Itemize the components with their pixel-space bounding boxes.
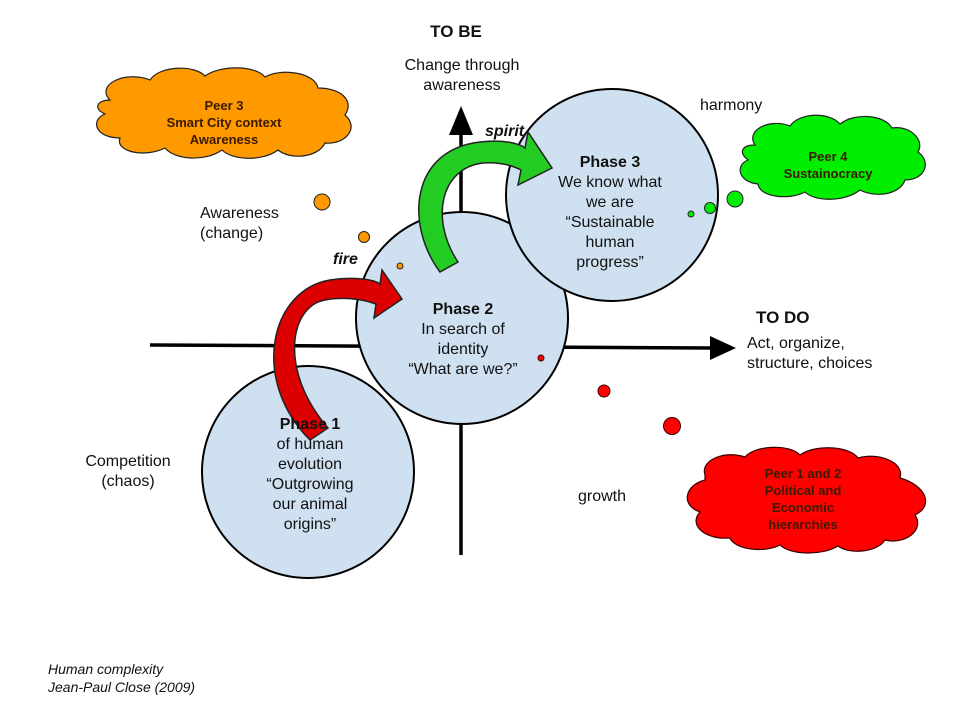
to-be-axis-subtitle: Change through awareness xyxy=(405,56,520,96)
to-be-subtitle-line: awareness xyxy=(423,77,501,94)
cloud-text-line: Political and xyxy=(764,483,842,498)
peer-4-cloud-text: Peer 4 Sustainocracy xyxy=(784,148,873,182)
quadrant-label-line: Awareness xyxy=(200,205,279,222)
cloud-text-line: Smart City context xyxy=(166,115,282,130)
phase-3-line: we are xyxy=(585,194,635,211)
phase-3-line: “Sustainable xyxy=(565,214,655,231)
phase-2-line: “What are we?” xyxy=(408,361,518,378)
fire-arrow-label: fire xyxy=(333,251,358,268)
peer-1-2-cloud-text: Peer 1 and 2 Political and Economic hier… xyxy=(765,465,842,533)
to-do-axis-title: TO DO xyxy=(756,308,810,327)
quadrant-label-competition: Competition (chaos) xyxy=(85,452,170,492)
quadrant-label-harmony: harmony xyxy=(700,97,763,114)
spirit-arrow-label: spirit xyxy=(485,123,525,140)
quadrant-label-growth: growth xyxy=(578,488,627,505)
to-do-axis-subtitle: Act, organize, structure, choices xyxy=(747,334,872,374)
peer-3-bubble xyxy=(313,193,331,211)
phase-2-line: In search of xyxy=(421,321,505,338)
axis-arrowhead-right-icon xyxy=(710,336,736,360)
phase-1-line: origins” xyxy=(283,516,337,533)
fire-arrow xyxy=(273,267,404,441)
to-be-axis-title: TO BE xyxy=(430,22,482,41)
phase-3-line: We know what xyxy=(558,174,662,191)
caption: Human complexity Jean-Paul Close (2009) xyxy=(48,660,195,696)
phase-3-circle xyxy=(505,88,719,302)
peer-1-2-bubble xyxy=(597,384,611,398)
quadrant-label-line: Competition xyxy=(85,453,171,470)
phase-1-line: evolution xyxy=(277,456,343,473)
cloud-text-line: Peer 3 xyxy=(204,98,244,113)
phase-3-line: human xyxy=(585,234,635,251)
to-be-subtitle-line: Change through xyxy=(404,57,520,74)
phase-3-title: Phase 3 xyxy=(579,154,641,171)
phase-2-title: Phase 2 xyxy=(432,301,494,318)
phase-3-text: Phase 3 We know what we are “Sustainable… xyxy=(558,153,662,273)
caption-title: Human complexity xyxy=(48,661,164,677)
phase-1-line: “Outgrowing xyxy=(266,476,354,493)
quadrant-label-line: (change) xyxy=(200,225,264,242)
phase-1-circle xyxy=(201,365,415,579)
peer-3-cloud-text: Peer 3 Smart City context Awareness xyxy=(167,97,282,148)
quadrant-label-line: (chaos) xyxy=(101,473,155,490)
peer-4-bubble xyxy=(726,190,744,208)
phase-1-text: Phase 1 of human evolution “Outgrowing o… xyxy=(266,415,353,535)
to-do-subtitle-line: Act, organize, xyxy=(747,335,845,352)
peer-3-cloud xyxy=(95,67,352,159)
cloud-text-line: Peer 1 and 2 xyxy=(764,466,842,481)
cloud-text-line: hierarchies xyxy=(768,517,838,532)
peer-4-bubble xyxy=(704,202,716,214)
phase-3-line: progress” xyxy=(576,254,644,271)
cloud-text-line: Sustainocracy xyxy=(783,166,873,181)
phase-1-title: Phase 1 xyxy=(279,416,341,433)
to-do-subtitle-line: structure, choices xyxy=(747,355,873,372)
quadrant-label-awareness: Awareness (change) xyxy=(200,204,279,244)
phase-1-line: of human xyxy=(276,436,344,453)
phase-2-circle xyxy=(355,211,569,425)
cloud-text-line: Awareness xyxy=(189,132,259,147)
spirit-arrow xyxy=(418,130,554,273)
peer-3-bubble xyxy=(358,231,370,243)
peer-1-2-bubble xyxy=(663,417,681,435)
peer-4-cloud xyxy=(739,114,926,200)
phase-1-line: our animal xyxy=(272,496,348,513)
axis-arrowhead-up-icon xyxy=(449,106,473,135)
phase-2-text: Phase 2 In search of identity “What are … xyxy=(408,300,517,380)
phase-2-line: identity xyxy=(437,341,489,358)
cloud-text-line: Peer 4 xyxy=(808,149,848,164)
peer-3-bubble xyxy=(396,262,404,270)
peer-4-bubble xyxy=(687,210,695,218)
peer-1-2-cloud xyxy=(686,446,927,554)
cloud-text-line: Economic xyxy=(771,500,835,515)
caption-author: Jean-Paul Close (2009) xyxy=(48,679,196,695)
peer-1-2-bubble xyxy=(537,354,545,362)
